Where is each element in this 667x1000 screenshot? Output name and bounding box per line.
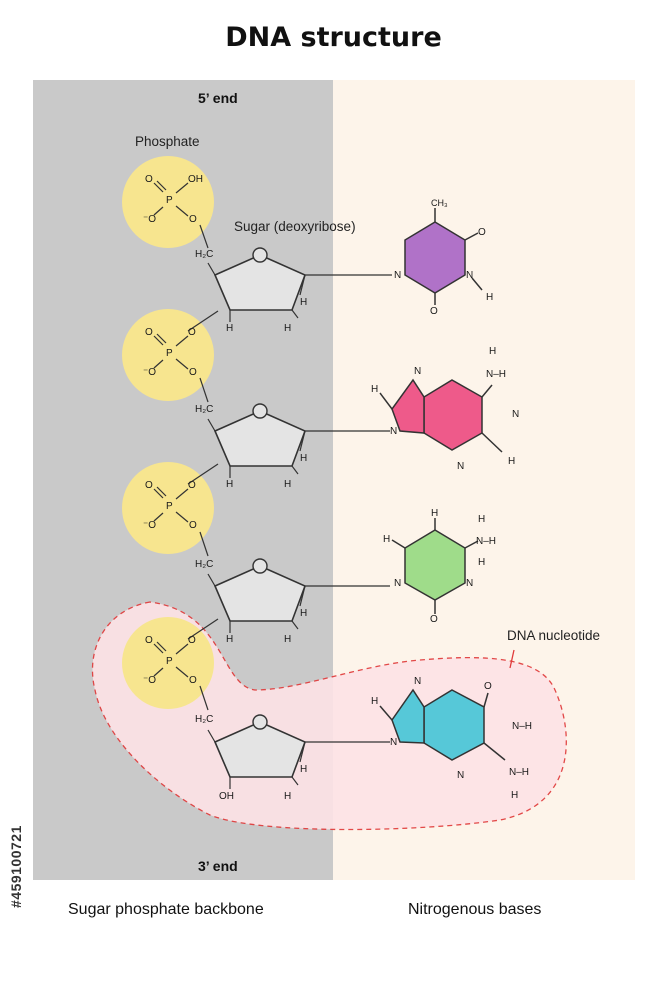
nucleotide-label: DNA nucleotide [507, 628, 601, 643]
sugar-group [213, 254, 307, 778]
diagram-title: DNA structure [225, 22, 442, 53]
adenine-base [379, 378, 503, 453]
sugar-ring-oxygen [252, 247, 268, 730]
sugar-bonds [207, 262, 392, 789]
five-prime-end-label: 5’ end [198, 90, 238, 106]
thymine-base [404, 208, 483, 305]
nucleotide-pointer [509, 649, 515, 669]
phosphate-group [122, 156, 214, 709]
cytosine-base [391, 518, 479, 614]
guanine-base [379, 688, 506, 761]
bases-caption: Nitrogenous bases [408, 901, 542, 918]
three-prime-end-label: 3’ end [198, 858, 238, 874]
backbone-caption: Sugar phosphate backbone [68, 901, 264, 918]
stock-id-watermark: #459100721 [8, 825, 24, 908]
sugar-label: Sugar (deoxyribose) [234, 219, 356, 234]
phosphate-label: Phosphate [135, 134, 200, 149]
phosphate-bonds [153, 180, 219, 711]
